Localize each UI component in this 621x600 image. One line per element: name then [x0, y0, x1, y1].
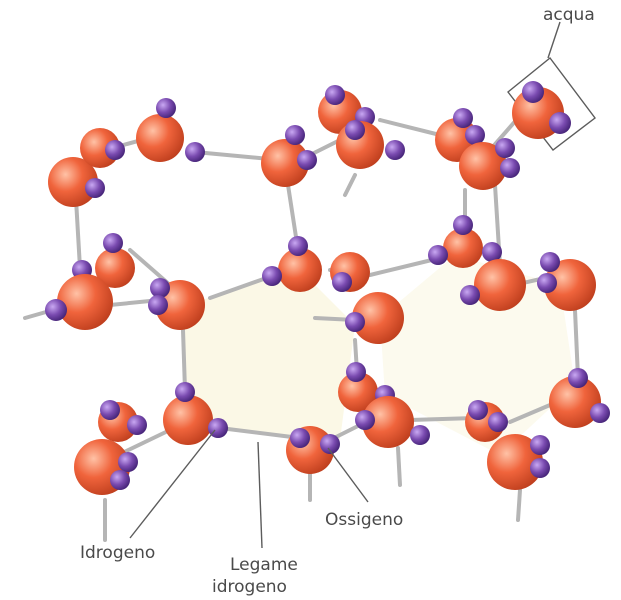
hydrogen-atom [148, 295, 168, 315]
hydrogen-atom [530, 458, 550, 478]
hydrogen-atom [175, 382, 195, 402]
hydrogen-atom [500, 158, 520, 178]
hydrogen-atom [325, 85, 345, 105]
hydrogen-atom [482, 242, 502, 262]
hydrogen-atom [288, 236, 308, 256]
hydrogen-bond-label-line1: Legame [230, 555, 298, 575]
water-molecules [45, 81, 610, 495]
ring-face [185, 270, 355, 440]
hydrogen-atom [590, 403, 610, 423]
ring-face [380, 255, 575, 455]
hydrogen-label: Idrogeno [80, 543, 155, 563]
hydrogen-atom [540, 252, 560, 272]
hydrogen-atom [549, 112, 571, 134]
hydrogen-atom [346, 362, 366, 382]
water-leader-line [547, 21, 561, 59]
hydrogen-atom [297, 150, 317, 170]
oxygen-atom [95, 248, 135, 288]
hydrogen-atom [85, 178, 105, 198]
water-label: acqua [543, 5, 595, 25]
hydrogen-bond-label-line2: idrogeno [212, 577, 287, 597]
hydrogen-atom [410, 425, 430, 445]
hydrogen-atom [355, 410, 375, 430]
hydrogen-atom [460, 285, 480, 305]
oxygen-atom [487, 434, 543, 490]
oxygen-atom [549, 376, 601, 428]
hydrogen-atom [465, 125, 485, 145]
hydrogen-atom [103, 233, 123, 253]
hydrogen-atom [290, 428, 310, 448]
hydrogen-atom [105, 140, 125, 160]
hydrogen-atom [453, 108, 473, 128]
oxygen-atom [544, 259, 596, 311]
hydrogen-atom [453, 215, 473, 235]
oxygen-atom [261, 139, 309, 187]
hydrogen-atom [332, 272, 352, 292]
hydrogen-atom [150, 278, 170, 298]
hydrogen-leader-line [129, 429, 216, 539]
oxygen-atom [352, 292, 404, 344]
hydrogen-atom [468, 400, 488, 420]
oxygen-atom [338, 372, 378, 412]
hydrogen-atom [100, 400, 120, 420]
hydrogen-atom [345, 312, 365, 332]
hydrogen-atom [45, 299, 67, 321]
oxygen-atom [136, 114, 184, 162]
hydrogen-atom [530, 435, 550, 455]
oxygen-atom [278, 248, 322, 292]
hydrogen-atom [495, 138, 515, 158]
hydrogen-atom [262, 266, 282, 286]
hydrogen-atom [568, 368, 588, 388]
hydrogen-atom [156, 98, 176, 118]
hydrogen-atom [522, 81, 544, 103]
hydrogen-atom [345, 120, 365, 140]
oxygen-atom [48, 157, 98, 207]
hydrogen-atom [428, 245, 448, 265]
oxygen-label: Ossigeno [325, 510, 403, 530]
oxygen-atom [57, 274, 113, 330]
hydrogen-atom [537, 273, 557, 293]
hydrogen-atom [110, 470, 130, 490]
hydrogen-atom [127, 415, 147, 435]
hydrogen-atom [185, 142, 205, 162]
oxygen-atom [163, 395, 213, 445]
hydrogen-atom [385, 140, 405, 160]
hydrogen-atom [488, 412, 508, 432]
oxygen-atom [362, 396, 414, 448]
bond-leader-line [257, 441, 263, 549]
hydrogen-atom [320, 434, 340, 454]
oxygen-atom [443, 228, 483, 268]
hydrogen-atom [118, 452, 138, 472]
oxygen-atom [459, 142, 507, 190]
oxygen-leader-line [327, 447, 369, 503]
hydrogen-atom [285, 125, 305, 145]
oxygen-atom [474, 259, 526, 311]
